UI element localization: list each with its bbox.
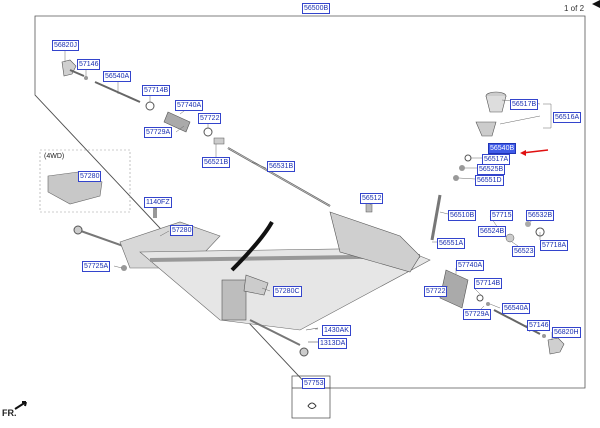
callout-57146-lower[interactable]: 57146: [527, 320, 551, 331]
callout-57740A-lower[interactable]: 57740A: [456, 260, 485, 271]
red-pointer-arrow: [521, 149, 549, 154]
callout-56820J[interactable]: 56820J: [52, 40, 79, 51]
callout-57146-upper[interactable]: 57146: [77, 59, 101, 70]
callout-56551D[interactable]: 56551D: [475, 175, 504, 186]
callout-57280C[interactable]: 57280C: [273, 286, 302, 297]
callout-56500B[interactable]: 56500B: [302, 3, 331, 14]
callout-1313DA[interactable]: 1313DA: [318, 338, 348, 349]
callout-56551A[interactable]: 56551A: [437, 238, 466, 249]
callout-56531B[interactable]: 56531B: [267, 161, 296, 172]
leader-lines: [64, 49, 553, 340]
callout-56540A-upper[interactable]: 56540A: [103, 71, 132, 82]
callout-57725A[interactable]: 57725A: [82, 261, 111, 272]
callout-57280[interactable]: 57280: [170, 225, 194, 236]
steering-gear-body: [73, 208, 431, 357]
callout-56521B[interactable]: 56521B: [202, 157, 231, 168]
callout-56512[interactable]: 56512: [360, 193, 384, 204]
front-direction-label: FR.: [2, 408, 17, 418]
callout-56517B[interactable]: 56517B: [510, 99, 539, 110]
assembly-outline: [34, 15, 586, 389]
callout-56523[interactable]: 56523: [512, 246, 536, 257]
callout-57722-lower[interactable]: 57722: [424, 286, 448, 297]
callout-57280-4wd[interactable]: 57280: [78, 171, 102, 182]
callout-1430AK[interactable]: 1430AK: [322, 325, 351, 336]
corner-arrow-icon: [592, 0, 600, 8]
callout-56525B[interactable]: 56525B: [477, 164, 506, 175]
front-arrow-icon: [14, 401, 27, 410]
callout-56524B[interactable]: 56524B: [478, 226, 507, 237]
callout-56516A[interactable]: 56516A: [553, 112, 582, 123]
part-57753-box: [291, 375, 331, 419]
clip-57753-icon: [307, 402, 317, 409]
callout-57729A-lower[interactable]: 57729A: [463, 309, 492, 320]
callout-57714B-upper[interactable]: 57714B: [142, 85, 171, 96]
callout-1140FZ[interactable]: 1140FZ: [144, 197, 172, 208]
callout-56540B[interactable]: 56540B: [488, 143, 517, 154]
callout-56820H[interactable]: 56820H: [552, 327, 581, 338]
callout-56532B[interactable]: 56532B: [526, 210, 555, 221]
callout-56510B[interactable]: 56510B: [448, 210, 477, 221]
callout-57753[interactable]: 57753: [302, 378, 326, 389]
callout-57740A-upper[interactable]: 57740A: [175, 100, 204, 111]
callout-57729A-upper[interactable]: 57729A: [144, 127, 173, 138]
callout-57722-upper[interactable]: 57722: [198, 113, 222, 124]
callout-57715[interactable]: 57715: [490, 210, 514, 221]
4wd-variant-box: [39, 149, 131, 213]
callout-57714B-lower[interactable]: 57714B: [474, 278, 503, 289]
page-indicator: 1 of 2: [564, 4, 585, 13]
tie-rod-end-upper-left: [61, 59, 225, 145]
variant-4wd-label: (4WD): [44, 153, 65, 160]
callout-56540A-lower[interactable]: 56540A: [502, 303, 531, 314]
callout-57718A[interactable]: 57718A: [540, 240, 569, 251]
